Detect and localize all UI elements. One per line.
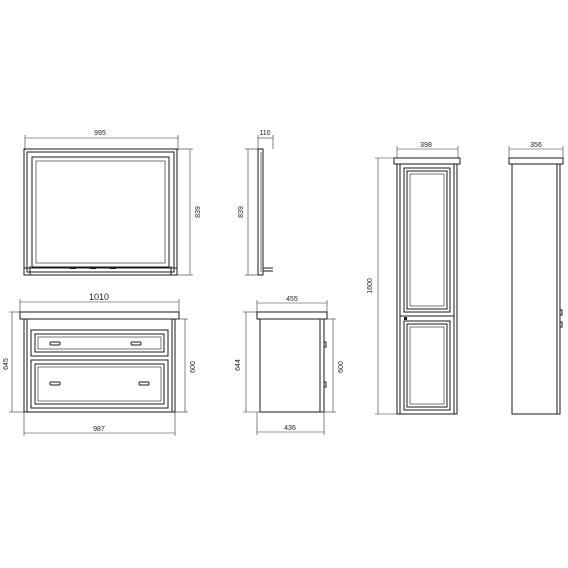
tall-cabinet-front-view: 398 1600 [367, 142, 461, 415]
vanity-top-width-label: 1010 [89, 292, 109, 302]
vanity-side-countertop [256, 311, 328, 320]
mirror-frame-bevel [26, 151, 175, 273]
mirror-side-view: 110 839 [238, 130, 274, 276]
vanity-bottom-drawer [30, 359, 169, 409]
tall-cabinet-upper-door-panel [406, 170, 448, 310]
vanity-bottom-drawer-inset [37, 366, 162, 402]
vanity-inner-height-label: 600 [190, 361, 197, 373]
tall-cabinet-width-label: 398 [420, 142, 432, 149]
mirror-light-icon [70, 267, 76, 269]
vanity-countertop [19, 311, 180, 320]
tall-cabinet-upper-door-inset [409, 173, 445, 307]
side-handle-icon [323, 381, 327, 388]
tall-cabinet-lower-door-inset [409, 326, 445, 405]
mirror-width-label: 995 [94, 130, 106, 137]
vanity-front-view: 1010 645 600 987 [3, 292, 197, 436]
tall-cabinet-lower-door-panel [406, 323, 448, 408]
mirror-height-label: 839 [195, 206, 202, 218]
vanity-top-drawer [30, 329, 169, 357]
vanity-side-outer-height-label: 644 [235, 359, 242, 371]
mirror-front-view: 995 839 [23, 130, 202, 276]
mirror-light-icon [90, 267, 96, 269]
side-handle-icon [323, 341, 327, 348]
drawer-handle-icon [130, 341, 142, 346]
vanity-side-body [259, 318, 325, 413]
vanity-bottom-width-label: 987 [93, 426, 105, 433]
mirror-side-profile [257, 148, 264, 276]
vanity-body [23, 318, 176, 413]
mirror-side-height-label: 839 [238, 206, 245, 218]
tall-cabinet-depth-label: 356 [530, 142, 542, 149]
vanity-top-drawer-inset [37, 336, 162, 350]
mirror-outer-frame [23, 148, 178, 276]
tall-cabinet-height-label: 1600 [367, 278, 374, 294]
vanity-side-bottom-depth-label: 436 [284, 425, 296, 432]
mirror-depth-label: 110 [259, 130, 270, 137]
hinge-icon [404, 317, 407, 320]
tall-cabinet-lower-door [403, 320, 451, 411]
vanity-side-top-depth-label: 455 [286, 296, 298, 303]
tall-cabinet-side-body [511, 163, 561, 415]
mirror-glass [31, 156, 170, 268]
tall-cabinet-body [396, 163, 458, 415]
vanity-side-inner-height-label: 600 [338, 361, 345, 373]
vanity-outer-height-label: 645 [3, 358, 10, 370]
tall-cabinet-side-view: 356 [508, 142, 564, 415]
vanity-side-view: 455 644 600 436 [235, 296, 345, 435]
drawer-handle-icon [138, 381, 150, 386]
side-handle-icon [559, 321, 563, 328]
vanity-top-drawer-panel [34, 333, 165, 353]
tall-cabinet-side-top-cap [508, 157, 564, 165]
tall-cabinet-top-cap [393, 157, 461, 165]
side-handle-icon [559, 309, 563, 316]
mirror-inner-line [35, 160, 166, 264]
drawer-handle-icon [49, 381, 61, 386]
drawer-handle-icon [49, 341, 61, 346]
mirror-light-icon [110, 267, 116, 269]
vanity-bottom-drawer-panel [34, 363, 165, 405]
tall-cabinet-upper-door [403, 167, 451, 313]
